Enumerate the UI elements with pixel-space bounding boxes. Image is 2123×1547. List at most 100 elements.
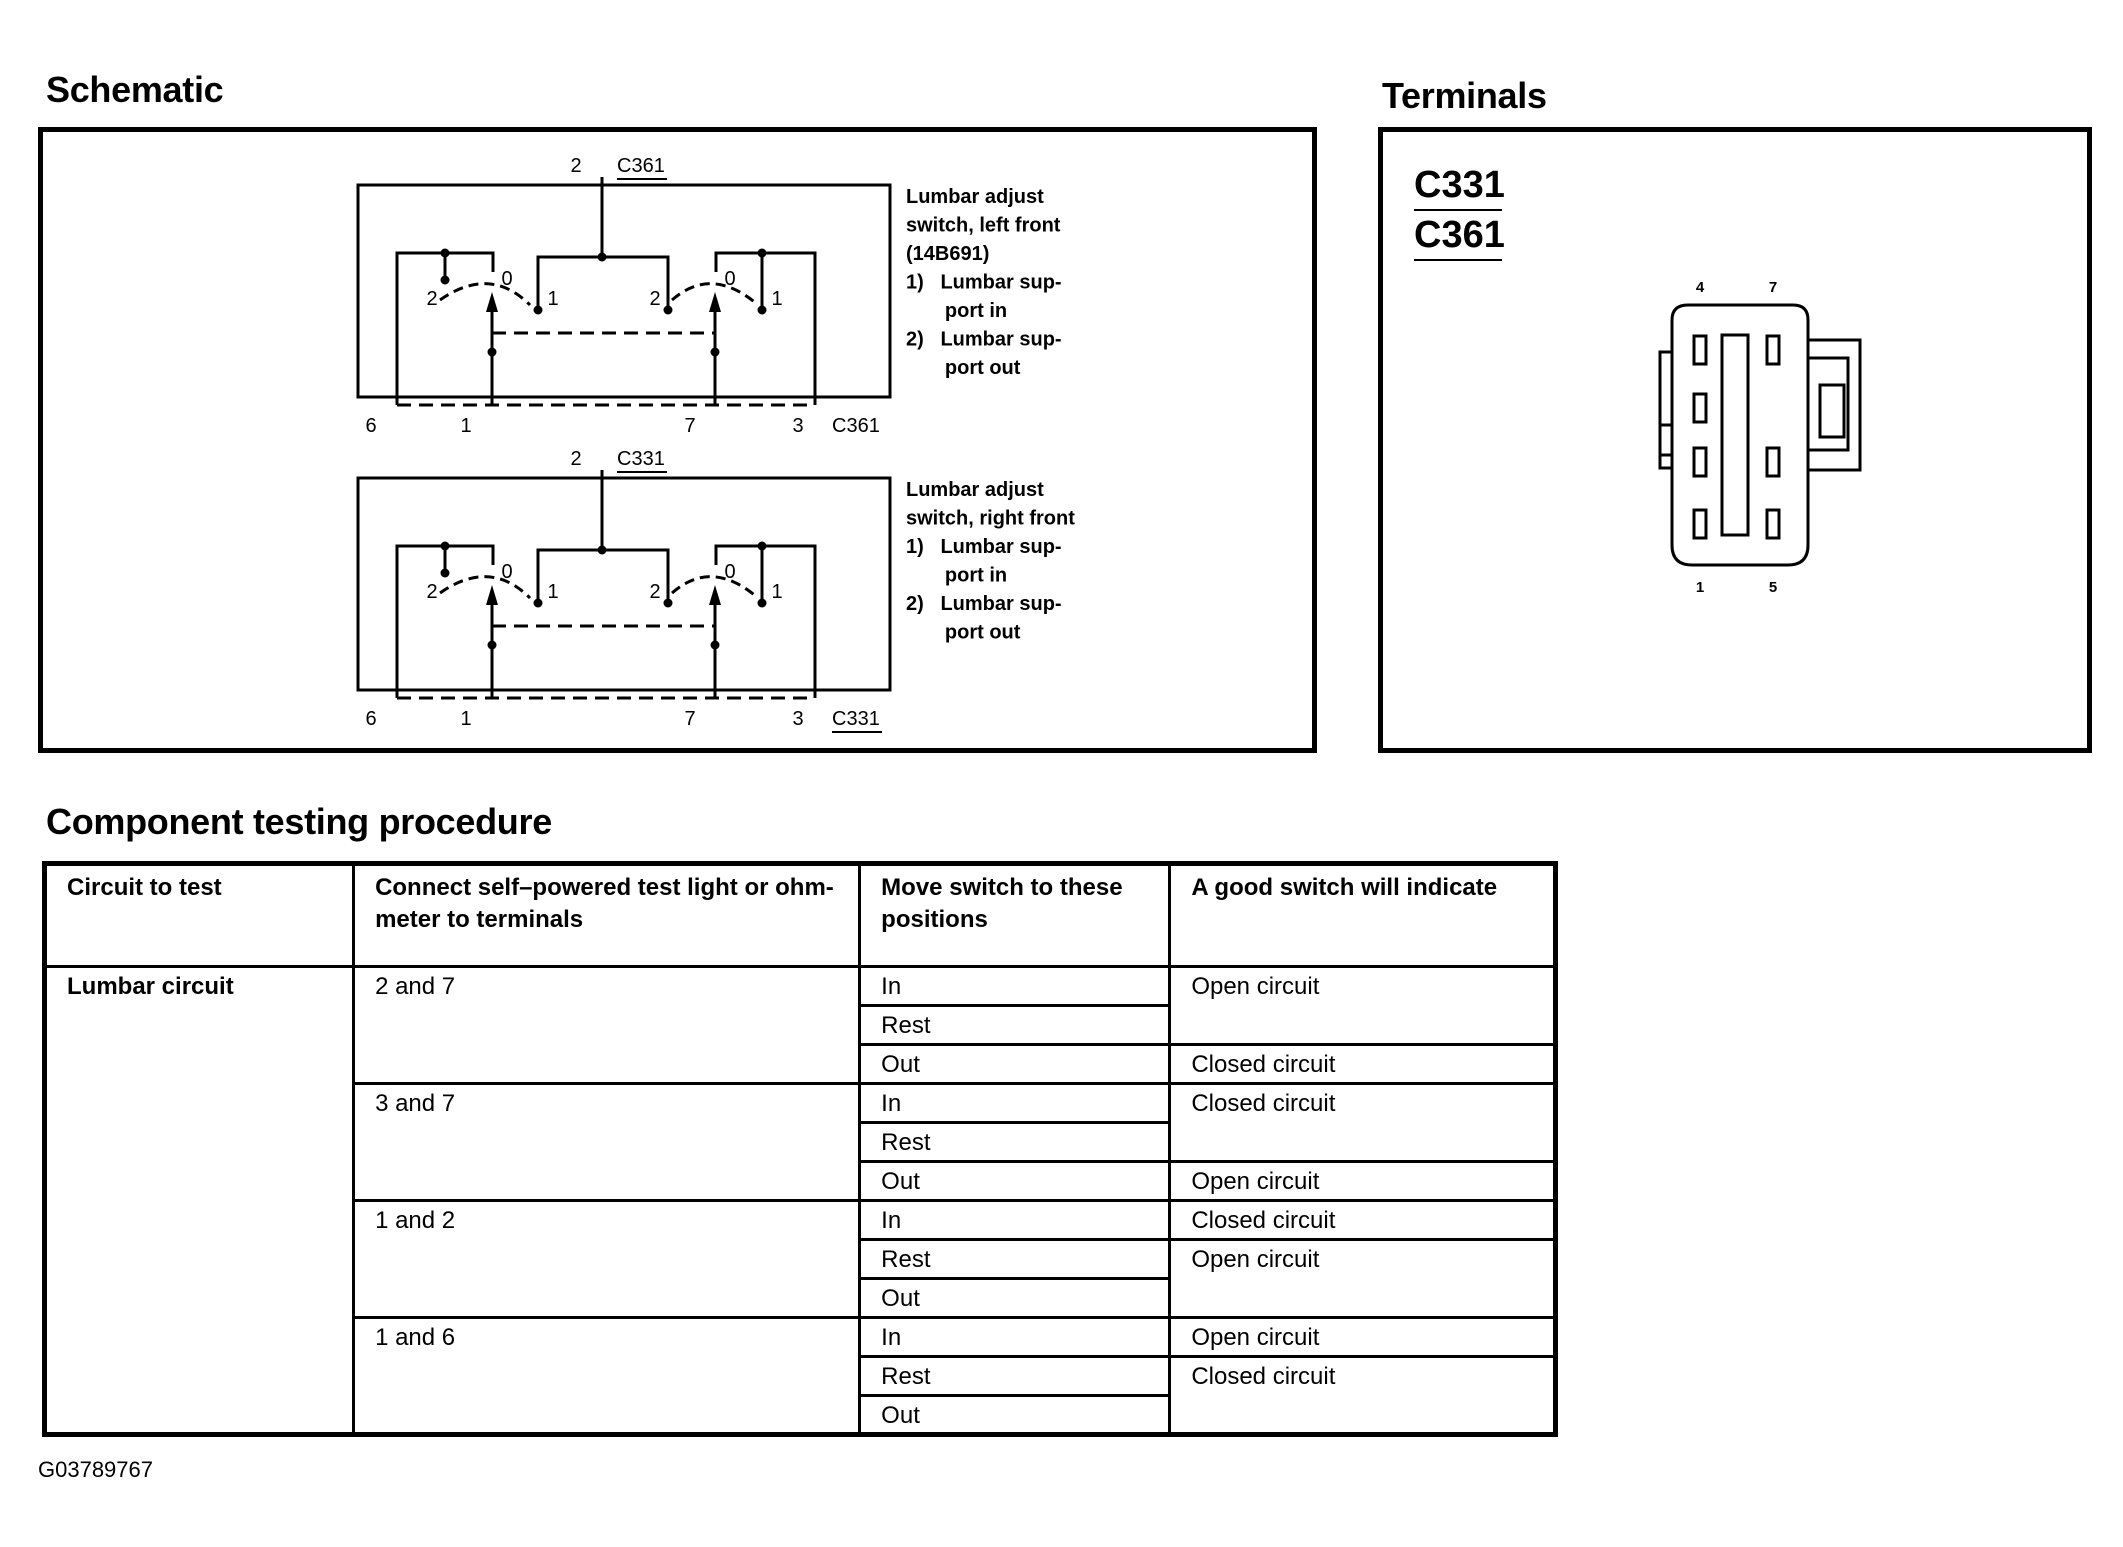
right-rocker-arc [671, 575, 759, 600]
right-switch-pos-0: 0 [724, 561, 735, 583]
bottom-pin-label: 3 [792, 415, 803, 437]
terminals-cell: 1 and 6 [352, 1315, 862, 1437]
connector-center-slot [1720, 333, 1750, 537]
bottom-pin-label: 7 [684, 708, 695, 730]
junction-dot [757, 598, 767, 608]
switch-description-line: Lumbar adjust [906, 186, 1044, 208]
junction-dot [710, 640, 720, 650]
right-switch-pos-1: 1 [771, 581, 782, 603]
terminals-cell: 2 and 7 [352, 965, 862, 1085]
header-positions: Move switch to these positions [858, 862, 1172, 968]
right-switch-pos-2: 2 [649, 288, 660, 310]
result-cell: Closed circuit [1168, 1354, 1557, 1437]
left-rocker-arc [439, 282, 532, 307]
junction-dot [440, 568, 450, 578]
pin-label-4: 4 [1696, 279, 1705, 296]
junction-dot [440, 275, 450, 285]
common-bus [536, 548, 670, 563]
connector-latch-inner [1808, 356, 1850, 452]
junction-dot [663, 305, 673, 315]
right-switch-pos-0: 0 [724, 268, 735, 290]
table-row: Out [45, 1277, 1556, 1319]
terminal-cavity-5 [1765, 508, 1781, 540]
result-cell: Closed circuit [1168, 1199, 1557, 1241]
switch-description-line: port out [906, 357, 1021, 379]
terminals-cell: 1 and 2 [352, 1199, 862, 1319]
switch-description-line: port in [906, 565, 1007, 587]
right-rocker-arc [671, 282, 759, 307]
result-cell: Open circuit [1168, 965, 1557, 1046]
header-result: A good switch will indicate [1168, 862, 1557, 968]
left-rocker-arrow [486, 585, 498, 605]
table-header-row: Circuit to test Connect self–powered tes… [42, 862, 1557, 968]
position-cell: Rest [858, 1121, 1172, 1163]
junction-dot [757, 305, 767, 315]
table-row: Out [45, 1393, 1556, 1437]
pin-label-5: 5 [1769, 579, 1777, 596]
switch-description-line: port in [906, 300, 1007, 322]
switch-description-line: 2) Lumbar sup- [906, 593, 1062, 615]
position-cell: Rest [858, 1238, 1172, 1280]
table-row: Rest [45, 1004, 1556, 1046]
switch-description-line: 2) Lumbar sup- [906, 329, 1062, 351]
connector-latch [1808, 338, 1862, 472]
pin-2-label: 2 [570, 448, 581, 470]
terminal-cavity-left-3 [1692, 446, 1708, 478]
position-cell: In [858, 1082, 1172, 1124]
right-rocker-arrow [709, 292, 721, 312]
position-cell: In [858, 965, 1172, 1007]
header-circuit-text: Circuit to test [67, 874, 222, 901]
junction-dot [440, 248, 450, 258]
figure-id: G03789767 [38, 1457, 153, 1482]
right-switch-pos-2: 2 [649, 581, 660, 603]
position-cell: Out [858, 1393, 1172, 1437]
right-switch-pos-1: 1 [771, 288, 782, 310]
position-cell: In [858, 1316, 1172, 1358]
left-switch-pos-2: 2 [426, 581, 437, 603]
schematic-frame [38, 127, 1317, 753]
switch-description-line: 1) Lumbar sup- [906, 272, 1062, 294]
left-switch-pos-1: 1 [547, 581, 558, 603]
position-cell: Out [858, 1043, 1172, 1085]
schematic-title: Schematic [46, 69, 224, 110]
switch-description-line: switch, right front [906, 508, 1075, 530]
bottom-pin-label: 1 [460, 708, 471, 730]
switch-description-line: 1) Lumbar sup- [906, 536, 1062, 558]
connector-housing [1670, 303, 1810, 567]
junction-dot [487, 347, 497, 357]
connector-left-nub [1658, 423, 1674, 457]
position-cell: In [858, 1199, 1172, 1241]
switch-body-outline [356, 183, 892, 399]
left-rocker-arc [439, 575, 532, 600]
result-cell: Open circuit [1168, 1238, 1557, 1319]
bottom-pin-label: 7 [684, 415, 695, 437]
junction-dot [487, 640, 497, 650]
connector-c331-label: C331 [1414, 164, 1505, 206]
connector-bottom-label: C331 [832, 708, 880, 730]
position-cell: Rest [858, 1004, 1172, 1046]
result-cell: Open circuit [1168, 1160, 1557, 1202]
junction-dot [663, 598, 673, 608]
circuit-cell: Lumbar circuit [42, 964, 356, 1437]
bottom-pin-label: 3 [792, 708, 803, 730]
junction-dot [440, 541, 450, 551]
terminal-cavity-4 [1692, 334, 1708, 366]
switch-description-line: (14B691) [906, 243, 989, 265]
connector-top-label: C361 [617, 155, 665, 177]
bottom-pin-label: 6 [365, 708, 376, 730]
junction-dot [757, 541, 767, 551]
pin-label-1: 1 [1696, 579, 1704, 596]
connector-left-rib [1658, 350, 1672, 470]
common-bus [536, 255, 670, 270]
terminals-title: Terminals [1382, 75, 1547, 116]
header-positions-text: Move switch to these positions [881, 874, 1123, 934]
connector-latch-tab [1818, 383, 1846, 439]
switch-description-line: Lumbar adjust [906, 479, 1044, 501]
left-switch-pos-2: 2 [426, 288, 437, 310]
